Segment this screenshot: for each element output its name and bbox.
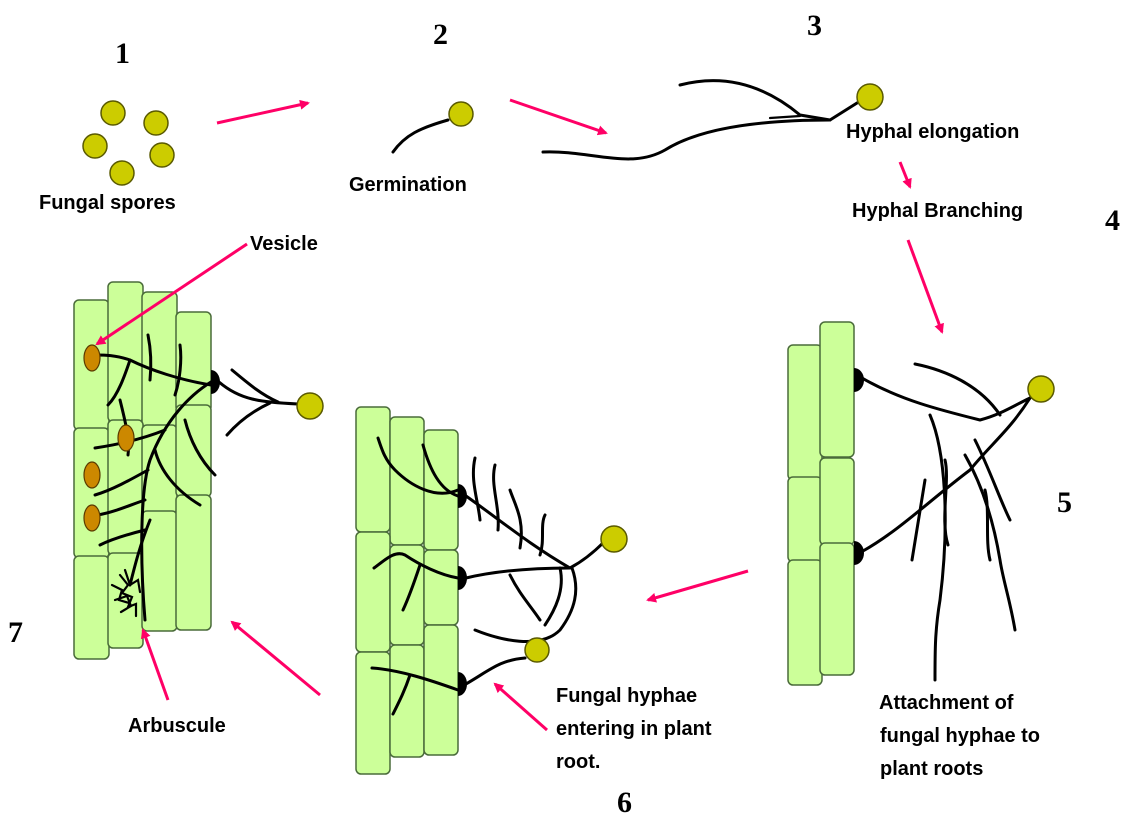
germ-tube [393,120,448,152]
label-hyphal-elongation: Hyphal elongation [846,121,1019,143]
label-hyphal-branching: Hyphal Branching [852,200,1023,222]
label-vesicle: Vesicle [250,233,318,255]
arrow-germination-to-elongation [510,100,606,133]
hypha [219,382,298,404]
hypha [466,568,570,578]
hypha [945,460,948,545]
hypha [510,490,521,548]
label-attachment-line-1: Attachment of [879,692,1014,714]
root-cell [356,532,390,652]
root-cell [176,495,211,630]
root-cell [390,545,424,645]
step-number-1: 1 [115,37,130,70]
label-germination: Germination [349,174,467,196]
label-entering-line-1: Fungal hyphae [556,685,697,707]
vesicle [84,462,100,488]
label-fungal-spores: Fungal spores [39,192,176,214]
step-number-6: 6 [617,786,632,819]
hypha [680,81,830,120]
hypha [473,458,480,520]
vesicle [84,505,100,531]
hypha [985,490,990,560]
vesicle [84,345,100,371]
step-number-4: 4 [1105,204,1120,237]
spore [83,134,107,158]
arrow-entering-to-colonization [232,622,320,695]
root-cell [820,322,854,457]
germination-group [393,102,473,152]
hypha [862,378,1030,420]
hypha [232,370,278,402]
spore [449,102,473,126]
hypha [543,103,857,159]
arrow-to-entry-point [495,684,547,730]
root-cells-stage-6 [356,407,458,774]
spore [110,161,134,185]
root-cell [820,458,854,545]
hypha [770,116,800,118]
arrow-spores-to-germination [217,103,308,123]
hypha [227,403,270,435]
step-number-5: 5 [1057,486,1072,519]
hypha [545,568,561,625]
hypha [975,440,1010,520]
hyphae-stage-5 [854,364,1054,680]
step-number-7: 7 [8,616,23,649]
hyphal-elongation-group [543,81,883,159]
label-attachment-line-2: fungal hyphae to [880,725,1040,747]
root-cell [390,645,424,757]
hypha [466,658,525,684]
root-cell [74,556,109,659]
spore [144,111,168,135]
label-entering-line-2: entering in plant [556,718,712,740]
vesicle [118,425,134,451]
arrow-attachment-to-entering [648,571,748,600]
spore [101,101,125,125]
spore [1028,376,1054,402]
hypha [510,575,540,620]
root-cell [820,543,854,675]
spore [601,526,627,552]
step-number-2: 2 [433,18,448,51]
root-cell [108,553,143,648]
label-entering-line-3: root. [556,751,600,773]
hypha [930,415,945,680]
root-cell [788,345,822,480]
spore [297,393,323,419]
root-cell [424,625,458,755]
hypha [540,515,545,555]
arrow-branching-to-attachment [908,240,942,332]
root-cell [788,477,822,562]
root-cell [788,560,822,685]
spore [857,84,883,110]
step-number-3: 3 [807,9,822,42]
label-attachment-line-3: plant roots [880,758,983,780]
hypha [965,455,1015,630]
appressorium [854,541,864,565]
arrow-to-arbuscule [143,630,168,700]
root-cells-stage-5 [788,322,854,685]
root-cell [176,405,211,497]
spore [150,143,174,167]
label-arbuscule: Arbuscule [128,715,226,737]
root-cell [356,407,390,532]
hypha [494,465,499,530]
hypha [912,480,925,560]
spore [525,638,549,662]
fungal-spores-group [83,101,174,185]
hypha [466,496,604,568]
arrow-elongation-to-branching [900,162,910,187]
root-cell [424,550,458,625]
